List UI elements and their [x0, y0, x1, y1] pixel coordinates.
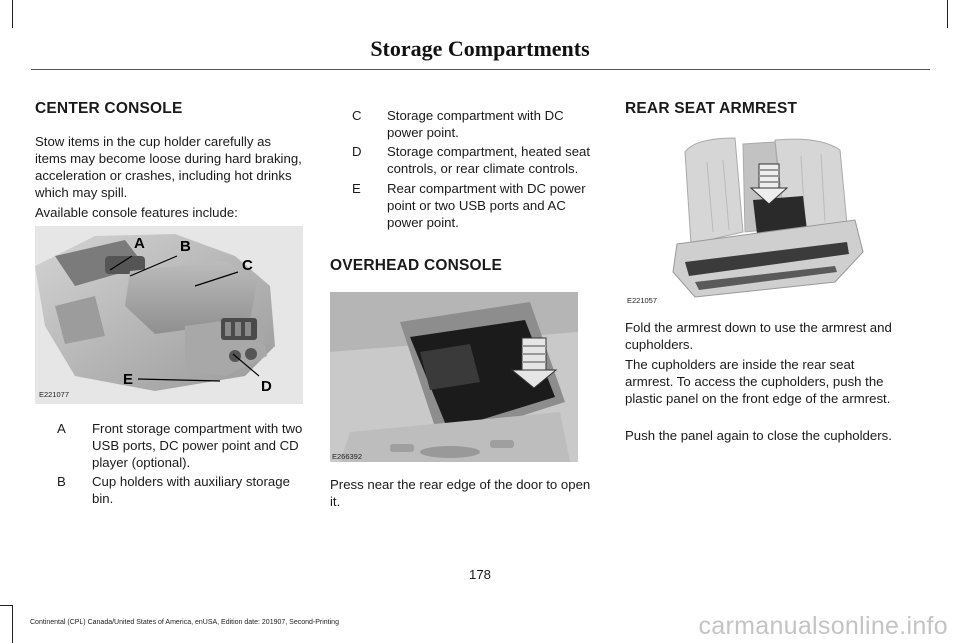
legend-letter: A	[57, 421, 66, 436]
watermark: carmanualsonline.info	[698, 612, 948, 640]
figure-code-e221057: E221057	[627, 296, 658, 305]
legend-letter: D	[352, 144, 362, 159]
rear-seat-armrest-figure: E221057	[625, 132, 873, 308]
armrest-p1: Fold the armrest down to use the armrest…	[625, 320, 892, 352]
figure-code-e221077: E221077	[39, 390, 70, 399]
center-console-illustration: A B C D E	[35, 226, 303, 404]
page-title: Storage Compartments	[370, 36, 590, 61]
legend-text: Rear compartment with DC power point or …	[387, 181, 586, 230]
overhead-console-heading: OVERHEAD CONSOLE	[330, 257, 502, 274]
center-console-heading: CENTER CONSOLE	[35, 100, 183, 117]
crop-mark-bl-h	[0, 605, 13, 606]
figure-code-e266392: E266392	[332, 452, 363, 461]
crop-mark-bl-v	[12, 605, 13, 643]
push-arrow-icon	[510, 337, 558, 389]
armrest-p2: The cupholders are inside the rear seat …	[625, 357, 891, 406]
callout-c: C	[242, 257, 253, 274]
page-number: 178	[468, 567, 491, 582]
features-intro: Available console features include:	[35, 205, 238, 220]
callout-a: A	[134, 235, 145, 252]
callout-b: B	[180, 238, 191, 255]
rear-seat-illustration	[625, 132, 873, 308]
crop-mark-tr-v	[947, 0, 948, 28]
crop-mark-tl-v	[12, 0, 13, 28]
center-console-figure: A B C D E E221077	[35, 226, 303, 404]
legend-text: Storage compartment, heated seat control…	[387, 144, 591, 176]
callout-e: E	[123, 371, 133, 388]
legend-letter: B	[57, 474, 66, 489]
overhead-console-figure: E266392	[330, 292, 578, 462]
callout-d: D	[261, 378, 272, 395]
fold-down-arrow-icon	[749, 163, 789, 205]
title-rule	[31, 69, 930, 70]
overhead-console-illustration	[330, 292, 578, 462]
rear-seat-armrest-heading: REAR SEAT ARMREST	[625, 100, 798, 117]
legend-letter: C	[352, 108, 362, 123]
overhead-console-text: Press near the rear edge of the door to …	[330, 477, 591, 509]
legend-text: Storage compartment with DC power point.	[387, 108, 564, 140]
center-console-intro: Stow items in the cup holder carefully a…	[35, 134, 302, 200]
legend-text: Cup holders with auxiliary storage bin.	[92, 474, 290, 506]
legend-letter: E	[352, 181, 361, 196]
armrest-p3: Push the panel again to close the cuphol…	[625, 428, 892, 443]
legend-text: Front storage compartment with two USB p…	[92, 421, 303, 470]
footer-edition: Continental (CPL) Canada/United States o…	[30, 619, 339, 626]
